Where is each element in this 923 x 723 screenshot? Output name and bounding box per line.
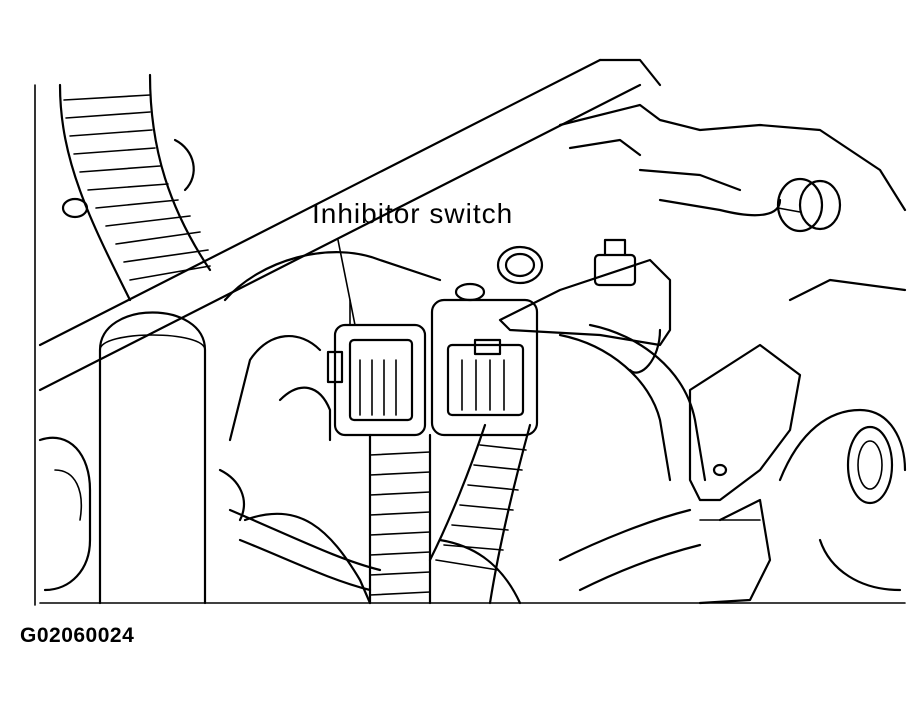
switch-connector — [326, 239, 427, 437]
lower-harness — [228, 508, 702, 592]
bolt — [776, 177, 842, 233]
pipe — [558, 323, 707, 482]
upper-right-bracket — [496, 103, 907, 285]
valve-body — [38, 251, 442, 605]
frame-lines — [34, 84, 906, 606]
cross-member — [38, 58, 662, 392]
clamp-bracket — [498, 238, 672, 347]
inhibitor-switch-label: Inhibitor switch — [312, 198, 514, 229]
left-connector-harness — [368, 433, 432, 605]
transmission-case — [778, 278, 907, 592]
mating-connector — [430, 282, 539, 437]
right-bracket — [688, 343, 802, 605]
right-connector-harness — [428, 423, 532, 605]
upper-left-harness — [58, 73, 212, 302]
lower-left-tube — [98, 311, 207, 605]
figure-id: G02060024 — [20, 624, 135, 647]
